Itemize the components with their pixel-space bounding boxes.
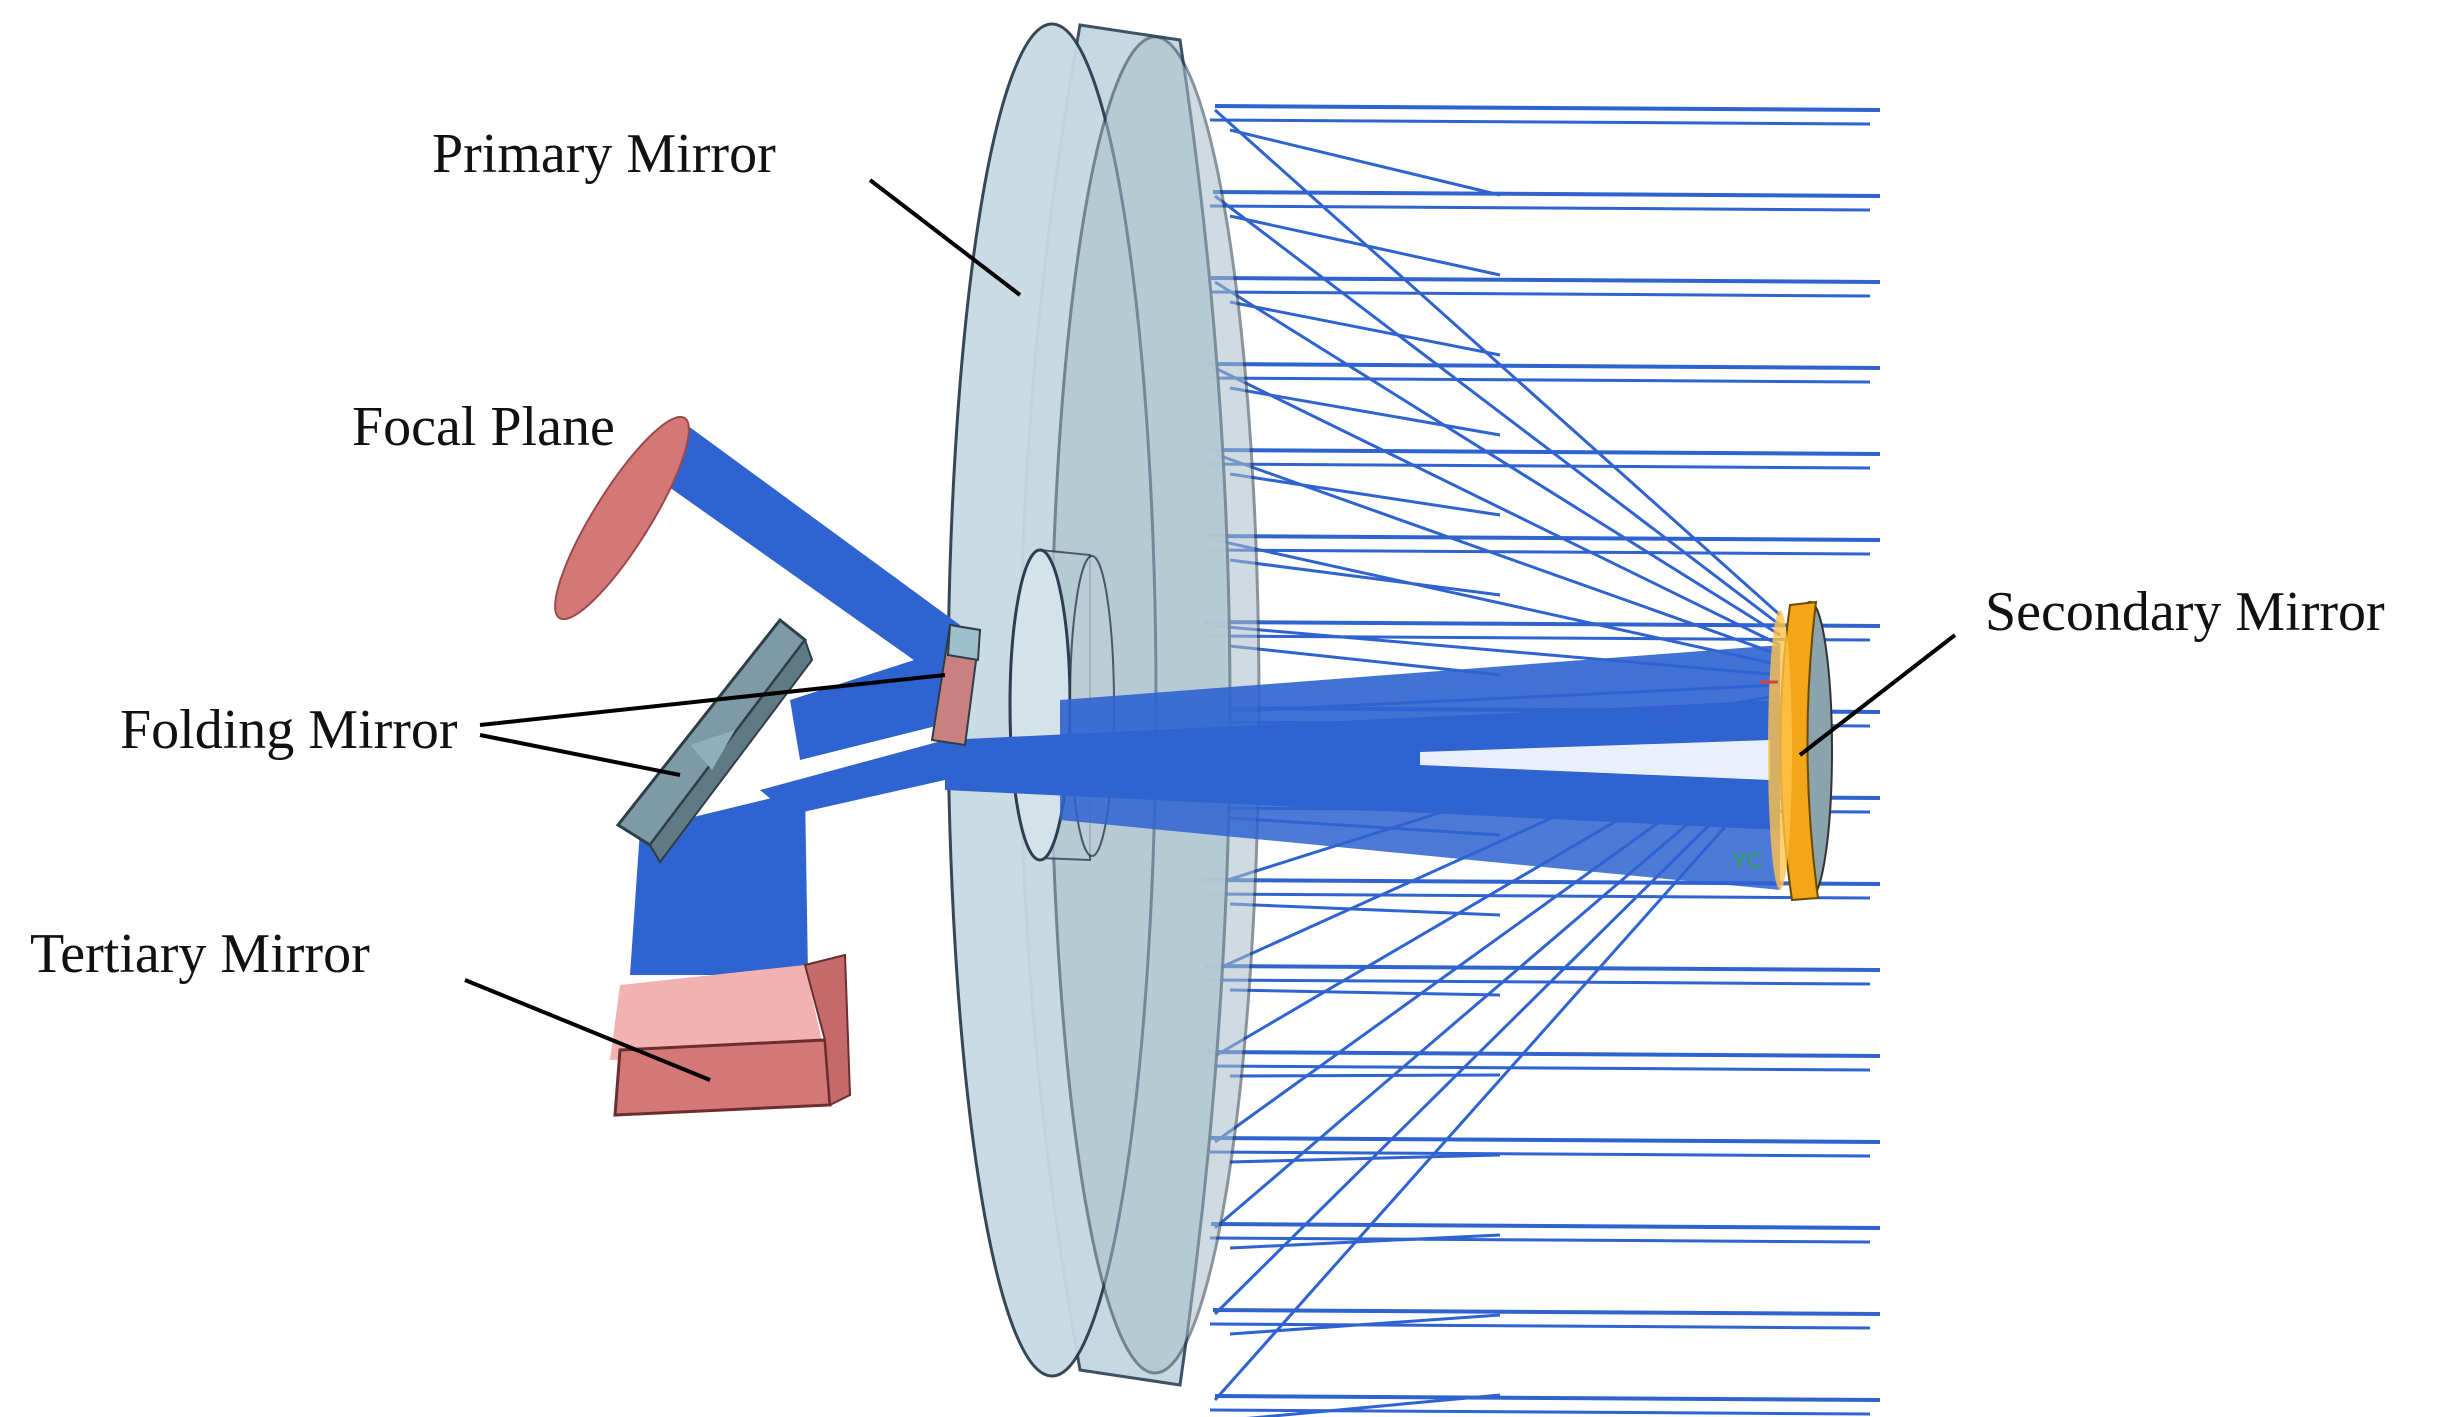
incoming-ray [1204,534,1881,542]
incoming-ray [1214,104,1881,112]
yc-axis-label: YC [1732,848,1763,873]
incoming-ray [1209,204,1871,212]
zc-axis-label: ZC [1650,702,1679,727]
incoming-ray [1209,1064,1871,1072]
incoming-ray [1214,1394,1881,1402]
reflected-ray [1229,1233,1501,1250]
incoming-ray [1212,1308,1881,1316]
incoming-ray [1206,448,1881,456]
incoming-ray [1212,190,1881,198]
incoming-ray [1202,620,1881,628]
incoming-ray [1208,1136,1881,1144]
reflected-ray [1229,902,1501,917]
reflected-ray [1214,280,1781,637]
incoming-ray [1209,290,1871,298]
incoming-ray [1210,1222,1881,1230]
focal-plane [554,415,690,621]
incoming-ray [1206,1050,1881,1058]
reflected-ray [1246,1393,1501,1417]
secondary-mirror [1768,600,1833,902]
incoming-ray [1209,376,1871,384]
folded-beam [630,420,960,975]
incoming-ray [1209,1150,1871,1158]
folding-mirror-leader-lower [479,733,681,777]
reflected-ray [1229,1073,1501,1078]
folding-mirror-label: Folding Mirror [120,699,458,761]
converging-beam [945,645,1780,890]
reflected-ray [1229,988,1501,997]
reflected-ray [1229,1153,1501,1164]
incoming-ray [1209,634,1871,642]
reflected-ray [1229,128,1501,197]
reflected-ray [1229,472,1501,517]
incoming-ray [1209,978,1871,986]
tertiary-mirror [610,953,852,1117]
tertiary-mirror-label: Tertiary Mirror [30,923,370,985]
incoming-ray [1209,548,1871,556]
incoming-ray [1209,118,1871,126]
incoming-ray [1209,1322,1871,1330]
incoming-ray [1204,964,1881,972]
reflected-ray [1229,214,1501,277]
primary-mirror-label: Primary Mirror [432,123,776,185]
incoming-ray [1209,462,1871,470]
secondary-mirror-leader [1798,633,1957,757]
incoming-ray [1210,276,1881,284]
incoming-ray [1209,892,1871,900]
reflected-ray [1214,538,1781,667]
tertiary-mirror-leader [464,978,711,1082]
reflected-ray [1229,300,1501,357]
reflected-ray [1214,366,1781,647]
folding-mirror-leader-upper [479,673,946,727]
reflected-ray [1229,386,1501,437]
focal-plane-label: Focal Plane [352,396,615,458]
folding-mirror-small [930,623,982,747]
incoming-ray [1208,362,1881,370]
secondary-mirror-label: Secondary Mirror [1985,581,2385,643]
primary-mirror-leader [868,178,1022,297]
reflected-ray [1229,558,1501,597]
incoming-ray [1209,1236,1871,1244]
